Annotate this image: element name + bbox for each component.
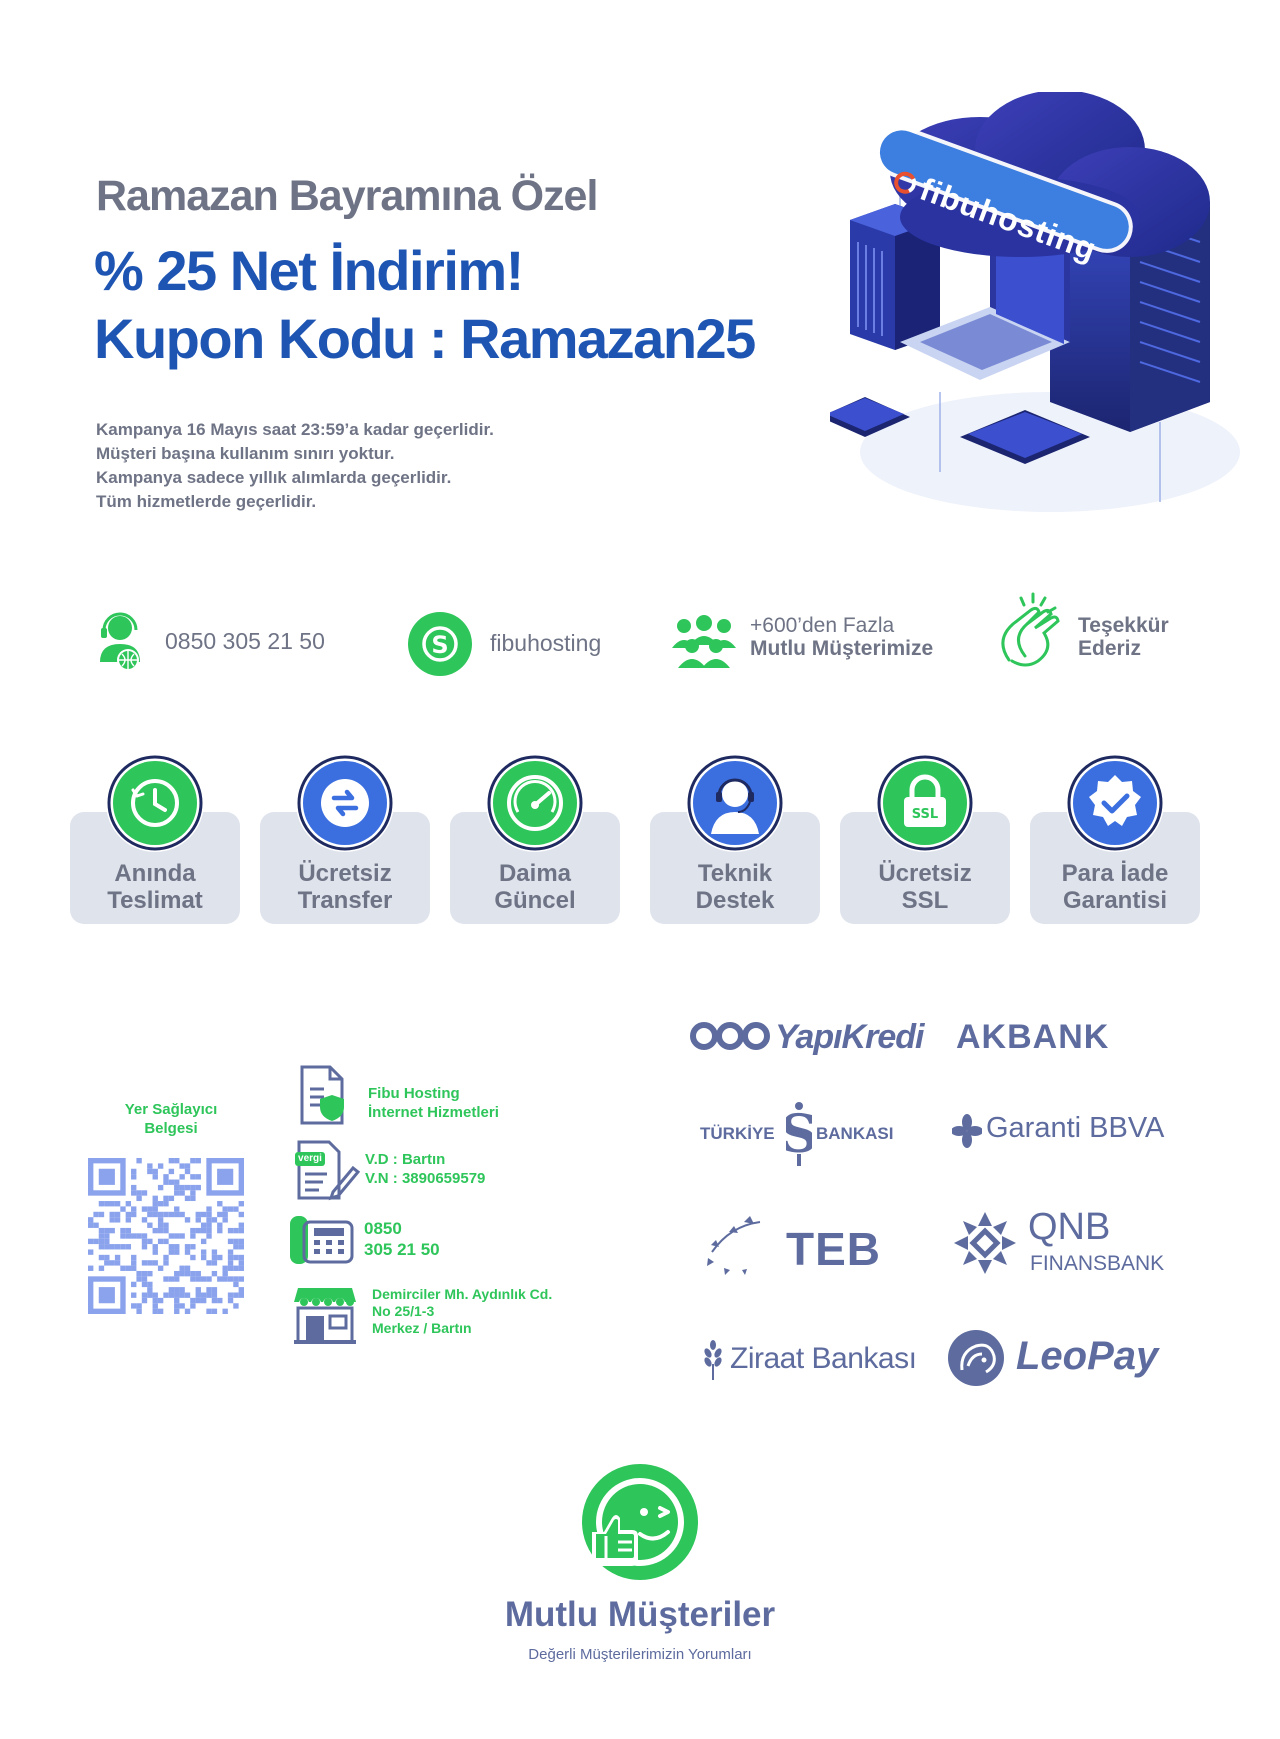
happy-customer-icon [582,1464,698,1580]
bank-teb: TEB [786,1223,881,1275]
feature-label: Ücretsiz Transfer [260,860,430,914]
vergi-badge: vergi [298,1153,322,1164]
feature-card-free-transfer: Ücretsiz Transfer [260,812,430,924]
terms-line: Kampanya sadece yıllık alımlarda geçerli… [96,468,452,487]
bank-yapikredi: YapıKredi [775,1018,924,1056]
terms-line: Müşteri başına kullanım sınırı yoktur. [96,444,395,463]
ssl-lock-icon: SSL [874,752,976,854]
garanti-clover-icon [951,1114,983,1148]
provider-certificate-label: Yer Sağlayıcı Belgesi [96,1100,246,1138]
feature-line1: Anında [114,860,196,887]
customers-text: +600’den Fazla Mutlu Müşterimize [750,614,933,660]
company-line2: İnternet Hizmetleri [368,1104,499,1121]
customers-line2: Mutlu Müşterimize [750,637,934,660]
feature-line2: Güncel [494,887,576,914]
feature-line1: Ücretsiz [298,860,392,887]
check-badge-icon [1064,752,1166,854]
bank-leopay: LeoPay [1016,1334,1159,1378]
feature-line2: Garantisi [1062,887,1168,914]
feature-line2: Teslimat [107,887,203,914]
feature-label: Para İade Garantisi [1030,860,1200,914]
support-phone-icon [96,610,146,672]
clapping-hands-icon [995,590,1067,668]
bank-isbank-left: TÜRKİYE [700,1124,775,1143]
qnb-knot-icon [952,1210,1018,1276]
provider-qr-code[interactable] [88,1158,244,1314]
tax-info: V.D : Bartın V.N : 3890659579 [365,1150,485,1188]
ziraat-wheat-icon [702,1340,724,1380]
tax-office: V.D : Bartın [365,1151,446,1168]
bank-finansbank: FINANSBANK [1030,1252,1165,1275]
phone-line1: 0850 [364,1219,402,1238]
leopay-lion-icon [948,1330,1004,1386]
tax-number: V.N : 3890659579 [365,1170,486,1187]
bank-garanti: Garanti BBVA [986,1112,1165,1144]
feature-line2: Transfer [297,887,393,914]
address-line3: Merkez / Bartın [372,1320,472,1336]
skype-icon[interactable]: S [408,612,472,676]
hero-coupon-code: Kupon Kodu : Ramazan25 [94,307,756,370]
thanks-text: Teşekkür Ederiz [1078,614,1169,660]
feature-label: Ücretsiz SSL [840,860,1010,914]
campaign-terms: Kampanya 16 Mayıs saat 23:59’a kadar geç… [96,418,494,514]
hero-discount: % 25 Net İndirim! [94,239,524,302]
company-line1: Fibu Hosting [368,1085,460,1102]
provider-line1: Yer Sağlayıcı [124,1101,218,1118]
bank-akbank: AKBANK [956,1018,1110,1056]
company-name: Fibu Hosting İnternet Hizmetleri [368,1084,499,1122]
contact-phone[interactable]: 0850 305 21 50 [165,628,325,654]
phone-line2: 305 21 50 [364,1240,440,1259]
business-phone[interactable]: 0850 305 21 50 [364,1218,440,1260]
yapikredi-logo-icon [690,1016,770,1056]
footer-title: Mutlu Müşteriler [504,1595,776,1634]
bank-qnb: QNB [1028,1206,1111,1248]
storefront-icon [292,1286,358,1344]
svg-text:S: S [431,631,448,659]
tax-document-icon: vergi [293,1138,361,1202]
thanks-line2: Ederiz [1078,637,1142,660]
feature-line1: Ücretsiz [878,860,972,887]
address-line2: No 25/1-3 [372,1303,435,1319]
feature-line2: SSL [901,887,949,914]
terms-line: Tüm hizmetlerde geçerlidir. [96,492,317,511]
feature-label: Anında Teslimat [70,860,240,914]
teb-stars-icon [700,1212,772,1278]
feature-line2: Destek [695,887,775,914]
bank-ziraat: Ziraat Bankası [730,1342,917,1375]
hosting-illustration [830,92,1240,512]
bank-isbank-right: BANKASI [816,1124,894,1143]
provider-line2: Belgesi [144,1120,198,1137]
address-line1: Demirciler Mh. Aydınlık Cd. [372,1286,553,1302]
terms-line: Kampanya 16 Mayıs saat 23:59’a kadar geç… [96,420,494,439]
transfer-arrows-icon [294,752,396,854]
feature-label: Teknik Destek [650,860,820,914]
feature-label: Daima Güncel [450,860,620,914]
svg-text:SSL: SSL [912,807,938,822]
thanks-line1: Teşekkür [1078,614,1169,637]
customers-group-icon [670,612,738,670]
feature-line1: Daima [498,860,572,887]
isbank-s-icon: S [780,1100,818,1168]
customers-line1: +600’den Fazla [750,614,895,637]
feature-line1: Para İade [1061,860,1169,887]
speedometer-icon [484,752,586,854]
hero-subtitle: Ramazan Bayramına Özel [96,172,598,220]
footer-subtitle: Değerli Müşterilerimizin Yorumları [528,1646,752,1663]
contact-skype[interactable]: fibuhosting [490,630,602,656]
business-address: Demirciler Mh. Aydınlık Cd. No 25/1-3 Me… [372,1286,552,1337]
clock-icon [104,752,206,854]
feature-line1: Teknik [697,860,773,887]
support-agent-icon [684,752,786,854]
document-shield-icon [298,1065,350,1125]
desk-phone-icon [288,1212,356,1268]
